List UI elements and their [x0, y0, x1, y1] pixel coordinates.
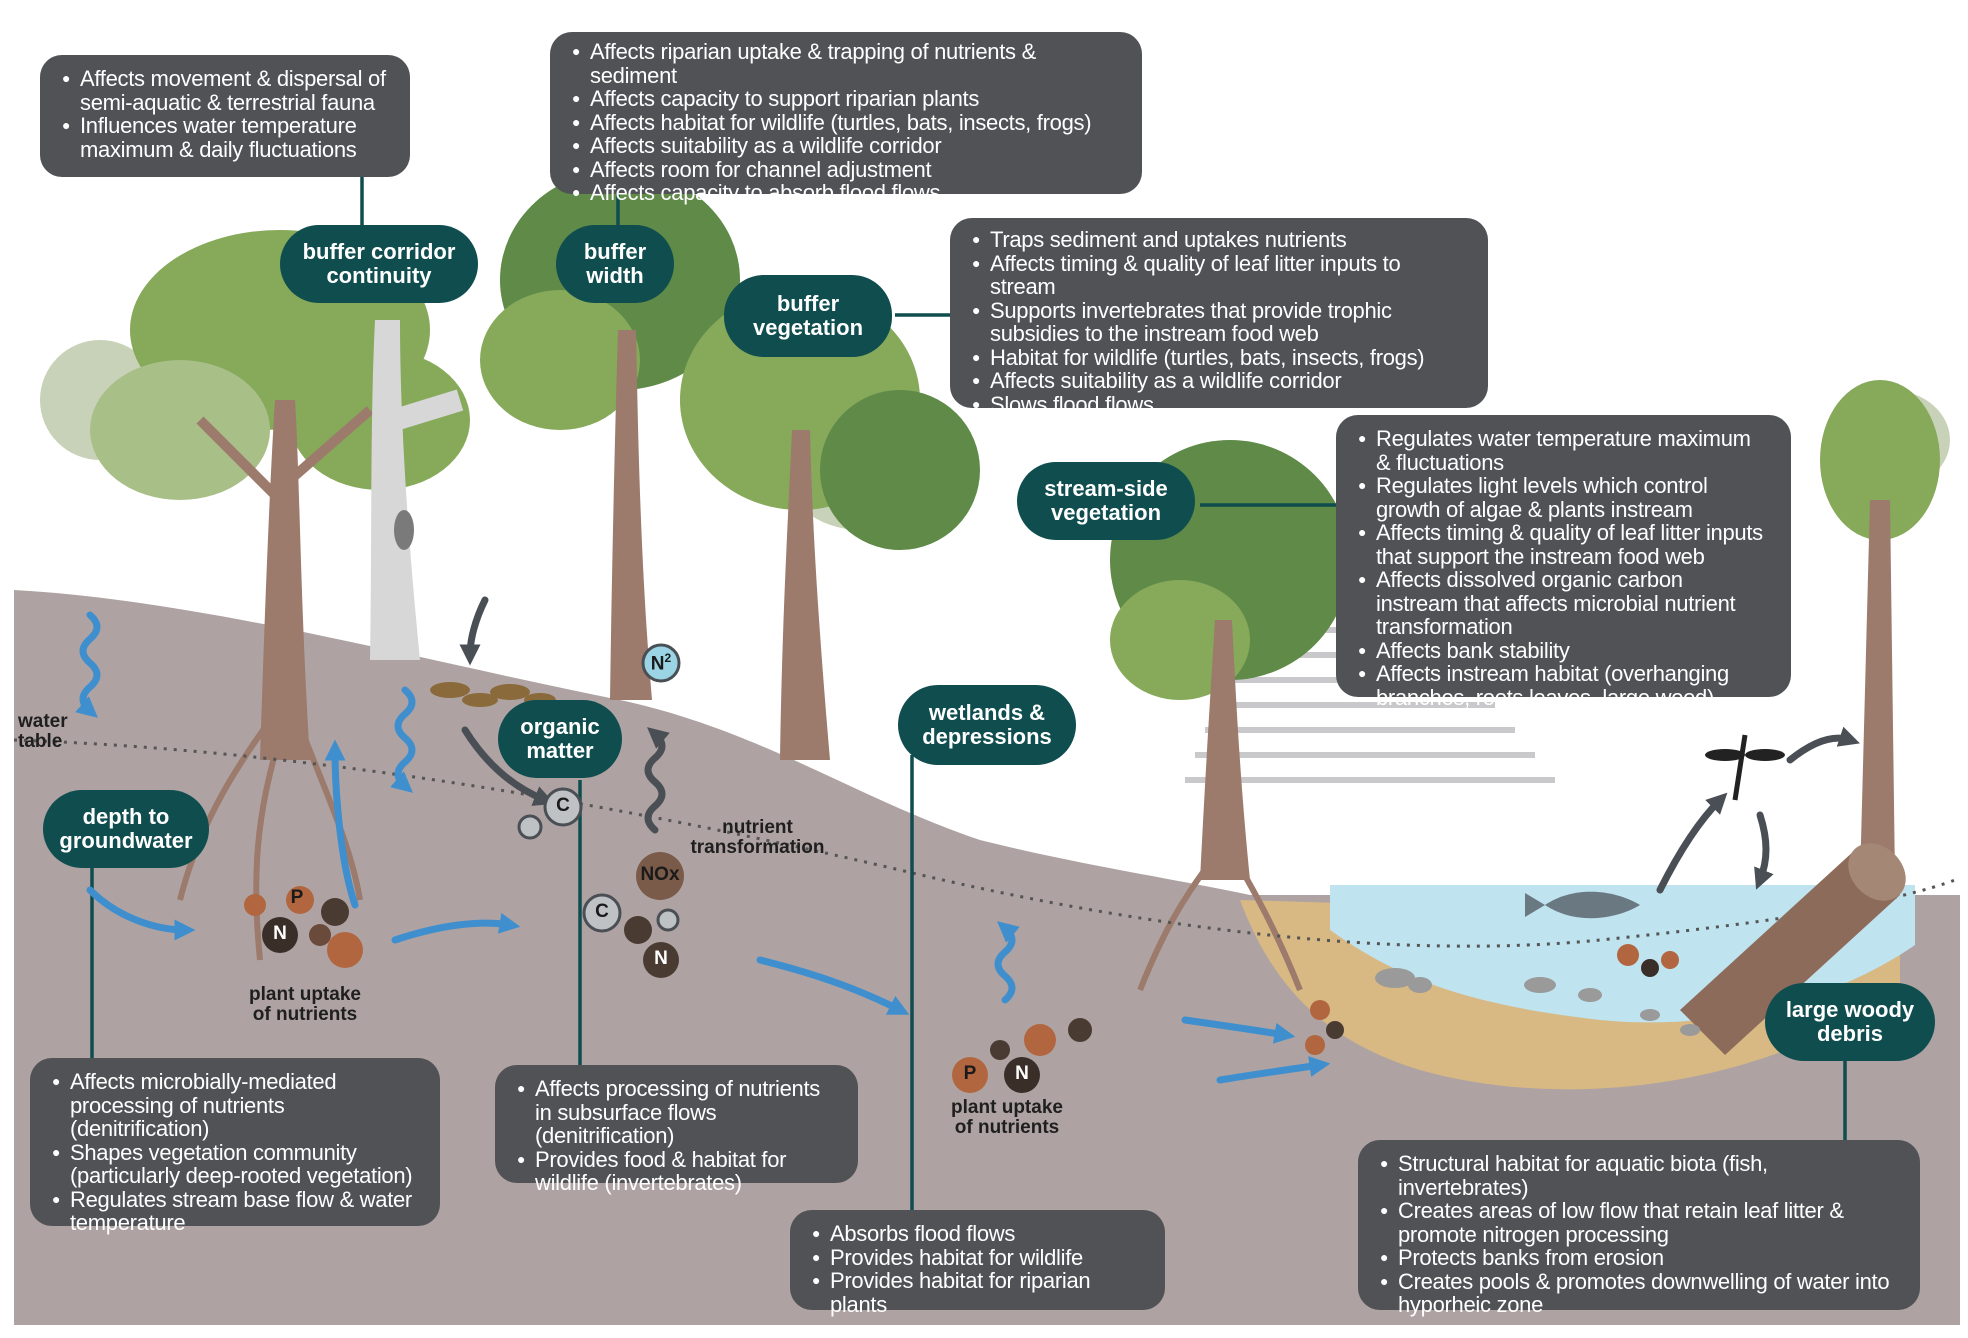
- stream-side-vegetation-pill: stream-side vegetation: [1017, 462, 1195, 540]
- nitrous-oxides-symbol: NOx: [640, 864, 680, 885]
- info-item: Provides food & habitat for wildlife (in…: [517, 1147, 836, 1195]
- depth-to-groundwater-info-box: Affects microbially-mediated processing …: [30, 1058, 440, 1234]
- buffer-vegetation-pill: buffer vegetation: [724, 275, 892, 357]
- log-icon: [1680, 843, 1906, 1055]
- depth-to-groundwater-pill: depth to groundwater: [43, 790, 209, 868]
- buffer-corridor-info-box: Affects movement & dispersal of semi-aqu…: [40, 55, 410, 177]
- stream-side-vegetation-info-box: Regulates water temperature maximum & fl…: [1336, 415, 1791, 709]
- info-item: Creates areas of low flow that retain le…: [1380, 1199, 1898, 1246]
- stones: [1375, 968, 1700, 1036]
- nitrogen-gas-subscript: 2: [664, 651, 672, 665]
- info-item: Slows flood flows: [972, 392, 1466, 417]
- buffer-width-info-box: Affects riparian uptake & trapping of nu…: [550, 32, 1142, 204]
- info-item: Regulates water temperature maximum & fl…: [1358, 427, 1769, 474]
- dead-tree-icon: [370, 320, 464, 660]
- nitrogen-gas-symbol: N2: [646, 651, 676, 675]
- nitrogen-symbol: N: [654, 948, 668, 969]
- info-item: Affects timing & quality of leaf litter …: [972, 251, 1466, 299]
- info-item: Affects microbially-mediated processing …: [52, 1070, 418, 1141]
- info-item: Affects movement & dispersal of semi-aqu…: [62, 67, 388, 114]
- plant-uptake-label: plant uptake of nutrients: [951, 1097, 1063, 1138]
- info-item: Affects processing of nutrients in subsu…: [517, 1077, 836, 1148]
- info-item: Affects riparian uptake & trapping of nu…: [572, 40, 1120, 87]
- buffer-width-pill: buffer width: [556, 225, 674, 303]
- nitrogen-gas-letter: N: [650, 653, 665, 675]
- wetlands-info-box: Absorbs flood flows Provides habitat for…: [790, 1210, 1165, 1316]
- info-item: Affects suitability as a wildlife corrid…: [572, 134, 1120, 158]
- water-table-label: water table: [18, 711, 68, 752]
- organic-matter-info-box: Affects processing of nutrients in subsu…: [495, 1065, 858, 1194]
- info-item: Regulates stream base flow & water tempe…: [52, 1187, 418, 1235]
- nutrient-transformation-label: nutrient transformation: [690, 817, 825, 858]
- buffer-vegetation-info-box: Traps sediment and uptakes nutrients Aff…: [950, 218, 1488, 416]
- large-woody-debris-pill: large woody debris: [1765, 983, 1935, 1061]
- info-item: Shapes vegetation community (particularl…: [52, 1140, 418, 1188]
- fish-icon: [1525, 891, 1640, 919]
- nitrogen-symbol: N: [1015, 1063, 1029, 1084]
- info-item: Affects suitability as a wildlife corrid…: [972, 369, 1466, 393]
- dragonfly-icon: [1705, 734, 1785, 801]
- phosphorus-symbol: P: [963, 1063, 977, 1084]
- large-woody-debris-info-box: Structural habitat for aquatic biota (fi…: [1358, 1140, 1920, 1316]
- info-item: Influences water temperature maximum & d…: [62, 114, 388, 161]
- organic-matter-pill: organic matter: [498, 700, 622, 778]
- info-item: Provides habitat for riparian plants: [812, 1269, 1143, 1316]
- info-item: Affects capacity to support riparian pla…: [572, 87, 1120, 111]
- info-item: Affects capacity to absorb flood flows: [572, 181, 1120, 205]
- plant-uptake-label: plant uptake of nutrients: [249, 984, 361, 1025]
- phosphorus-symbol: P: [290, 887, 304, 908]
- info-item: Traps sediment and uptakes nutrients: [972, 228, 1466, 252]
- carbon-symbol: C: [556, 795, 570, 816]
- nitrogen-symbol: N: [273, 923, 287, 944]
- info-item: Creates pools & promotes downwelling of …: [1380, 1269, 1898, 1317]
- info-item: Affects instream habitat (overhanging br…: [1358, 662, 1769, 709]
- info-item: Absorbs flood flows: [812, 1222, 1143, 1246]
- info-item: Regulates light levels which control gro…: [1358, 474, 1769, 521]
- info-item: Supports invertebrates that provide trop…: [972, 298, 1466, 346]
- carbon-symbol: C: [595, 901, 609, 922]
- info-item: Affects room for channel adjustment: [572, 157, 1120, 182]
- wetlands-depressions-pill: wetlands & depressions: [898, 685, 1076, 765]
- info-item: Affects habitat for wildlife (turtles, b…: [572, 110, 1120, 135]
- info-item: Protects banks from erosion: [1380, 1246, 1898, 1270]
- info-item: Structural habitat for aquatic biota (fi…: [1380, 1152, 1898, 1199]
- nutrient-particles: [244, 643, 1679, 1093]
- info-item: Habitat for wildlife (turtles, bats, ins…: [972, 345, 1466, 370]
- info-item: Affects dissolved organic carbon instrea…: [1358, 568, 1769, 639]
- tree-icon: [1820, 380, 1940, 880]
- buffer-corridor-continuity-pill: buffer corridor continuity: [280, 225, 478, 303]
- info-item: Provides habitat for wildlife: [812, 1245, 1143, 1270]
- info-item: Affects timing & quality of leaf litter …: [1358, 521, 1769, 568]
- info-item: Affects bank stability: [1358, 638, 1769, 663]
